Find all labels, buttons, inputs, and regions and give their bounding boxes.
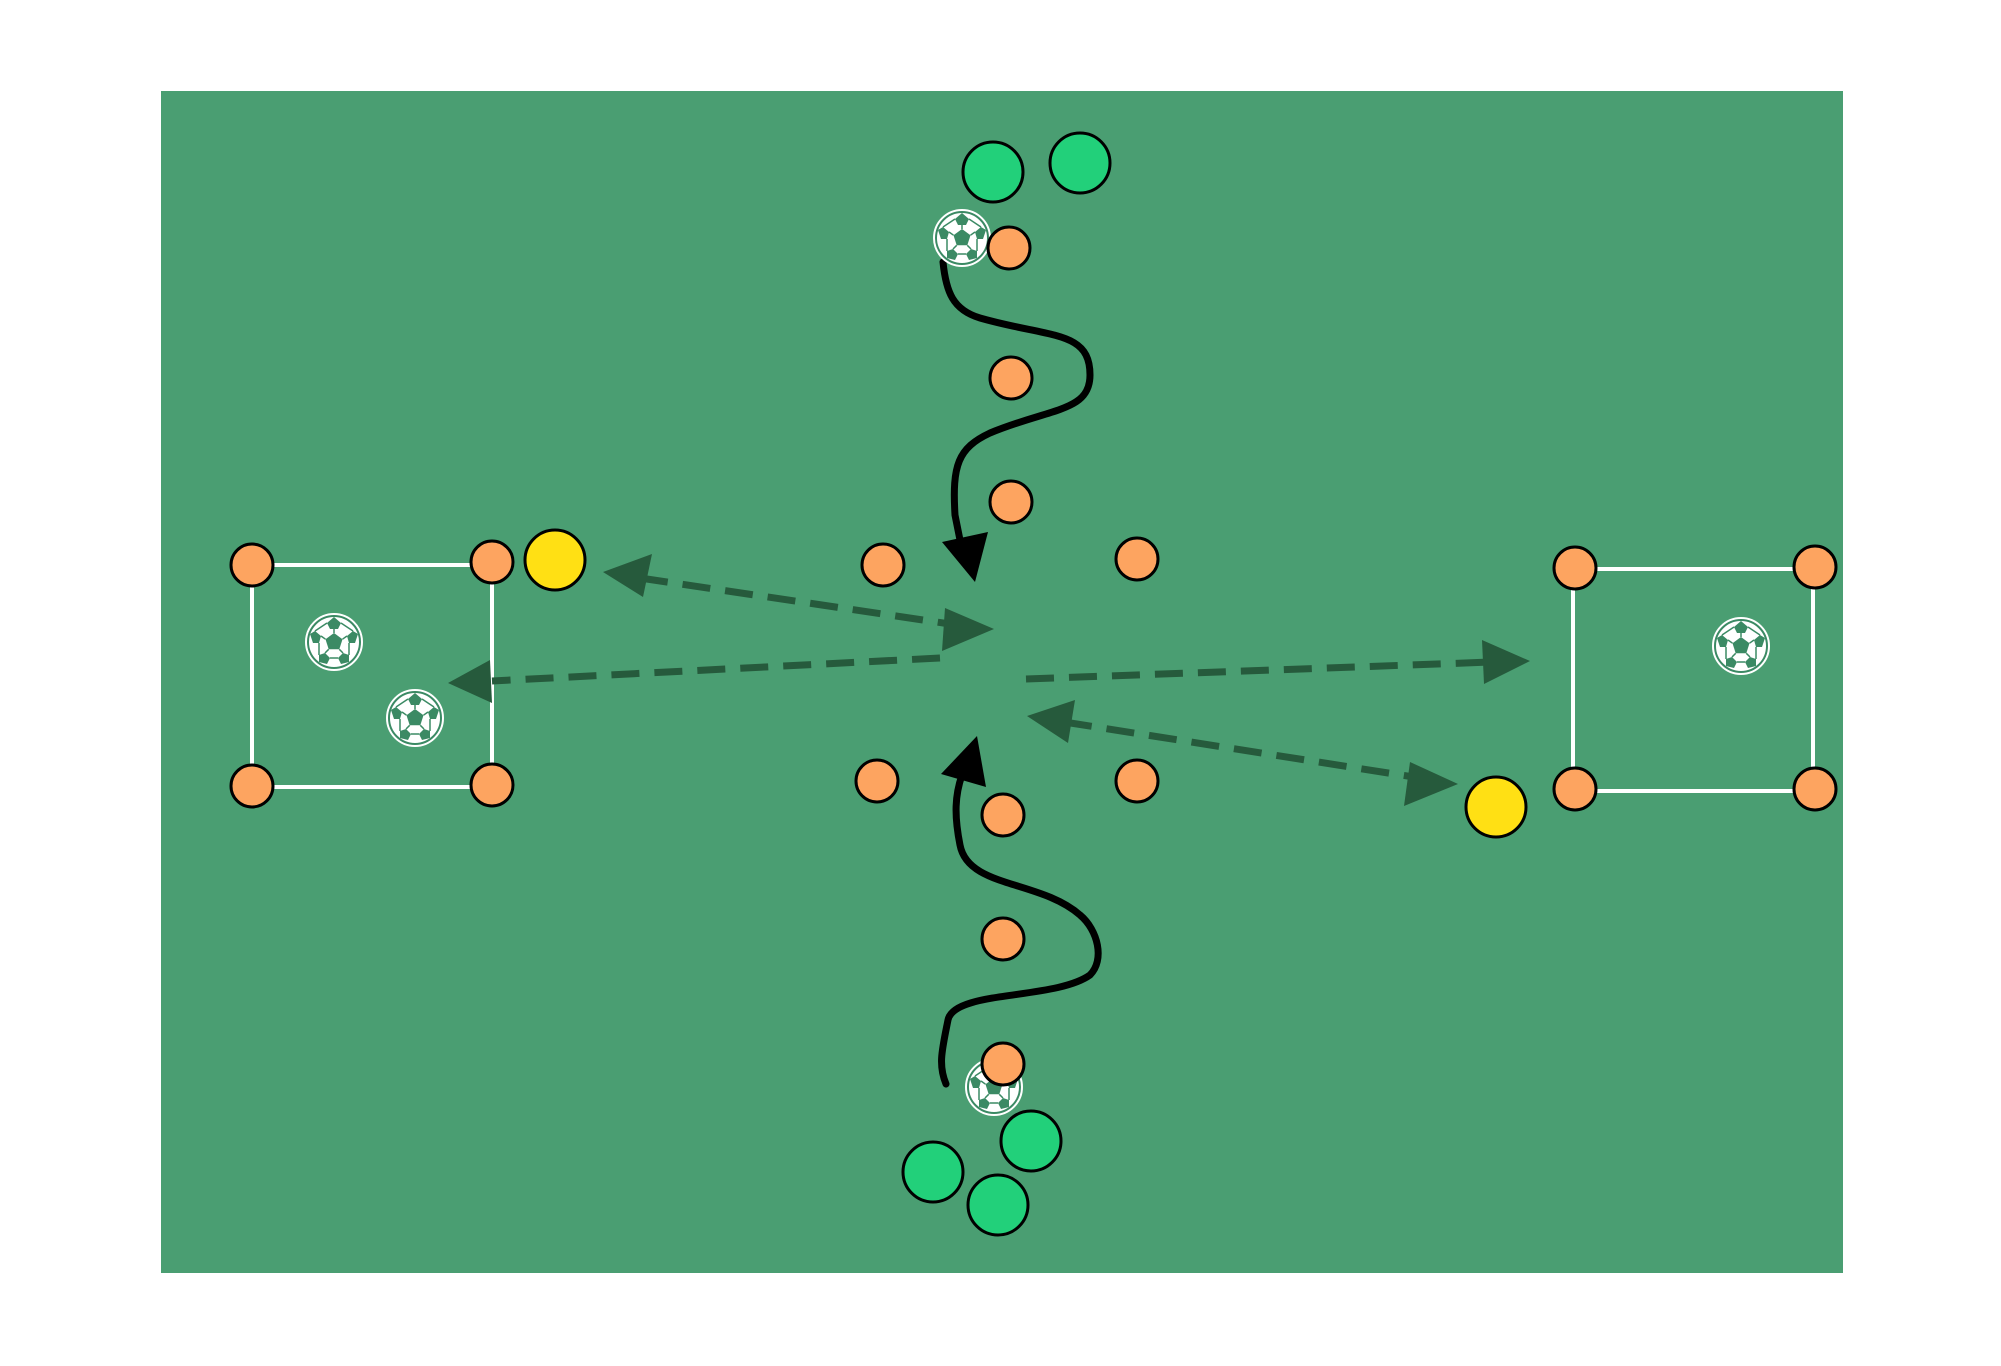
- cone-icon: [229, 763, 275, 809]
- cone-icon: [1114, 536, 1160, 582]
- soccer-ball-icon: [1712, 617, 1770, 675]
- player-icon: [999, 1109, 1063, 1173]
- arrowhead-icon: [448, 660, 492, 703]
- soccer-ball-icon: [386, 689, 444, 747]
- players-yellow: [523, 528, 1528, 839]
- cone-icon: [229, 542, 275, 588]
- cone-icon: [980, 792, 1026, 838]
- arrowhead-icon: [942, 532, 988, 582]
- dribble-paths: [938, 258, 1102, 1088]
- cone-icon: [980, 1041, 1026, 1087]
- cone-icon: [860, 542, 906, 588]
- dribble-path-top: [939, 258, 1094, 544]
- cone-icon: [1552, 545, 1598, 591]
- right-grid: [1571, 567, 1815, 793]
- arrowhead-icon: [942, 608, 994, 651]
- arrowhead-icon: [1027, 700, 1075, 743]
- pass-arrow-left: [491, 654, 941, 685]
- cones: [229, 225, 1838, 1087]
- player-icon: [966, 1173, 1030, 1237]
- cone-icon: [469, 762, 515, 808]
- arrowhead-icon: [603, 554, 652, 597]
- pass-arrow-lower-right: [1063, 718, 1421, 782]
- pass-arrow-upper-left: [639, 574, 951, 628]
- arrowhead-icon: [1404, 762, 1458, 806]
- cone-icon: [469, 539, 515, 585]
- left-grid: [250, 563, 494, 789]
- arrowhead-icon: [1482, 640, 1530, 684]
- dribble-path-bottom: [938, 771, 1102, 1088]
- cone-icon: [988, 355, 1034, 401]
- pass-arrows: [491, 574, 1493, 782]
- dribble-arrowheads: [941, 532, 988, 787]
- arrowhead-icon: [941, 736, 986, 787]
- player-icon: [523, 528, 587, 592]
- soccer-ball-icon: [933, 209, 991, 267]
- cone-icon: [1114, 758, 1160, 804]
- cone-icon: [980, 916, 1026, 962]
- cone-icon: [1552, 766, 1598, 812]
- pass-arrow-right: [1025, 658, 1493, 683]
- player-icon: [1048, 131, 1112, 195]
- player-icon: [901, 1140, 965, 1204]
- cone-icon: [986, 225, 1032, 271]
- player-icon: [1464, 775, 1528, 839]
- soccer-ball-icon: [305, 613, 363, 671]
- cone-icon: [1792, 766, 1838, 812]
- player-icon: [961, 140, 1025, 204]
- pass-arrowheads: [448, 554, 1530, 806]
- cone-icon: [854, 758, 900, 804]
- grid-lines: [250, 563, 1815, 793]
- cone-icon: [988, 479, 1034, 525]
- cone-icon: [1792, 544, 1838, 590]
- players-green: [901, 131, 1112, 1237]
